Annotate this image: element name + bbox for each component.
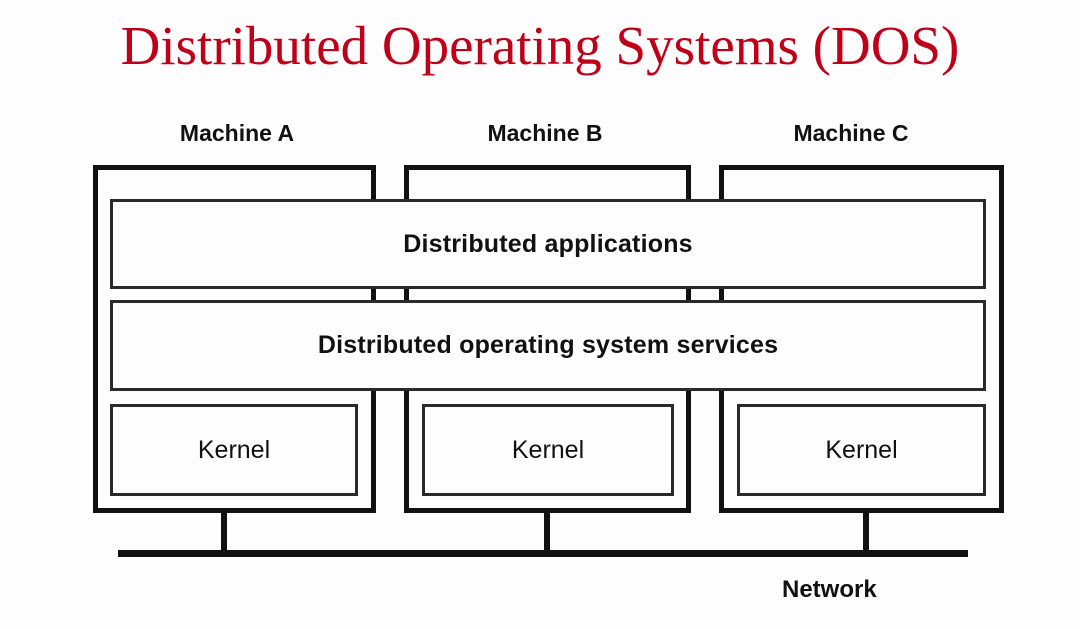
machine-label-a: Machine A bbox=[179, 120, 295, 146]
distributed-applications-label: Distributed applications bbox=[403, 229, 693, 258]
kernel-box-b: Kernel bbox=[422, 404, 674, 496]
kernel-box-c: Kernel bbox=[737, 404, 986, 496]
distributed-os-services-label: Distributed operating system services bbox=[317, 331, 779, 359]
machine-label-c: Machine C bbox=[793, 120, 909, 146]
network-label: Network bbox=[782, 576, 877, 603]
kernel-label-a: Kernel bbox=[197, 435, 271, 464]
page-title: Distributed Operating Systems (DOS) bbox=[120, 15, 960, 76]
distributed-applications-box: Distributed applications bbox=[110, 199, 986, 289]
network-connector-c bbox=[863, 512, 869, 556]
network-connector-b bbox=[544, 512, 550, 556]
network-bus-line bbox=[118, 550, 968, 557]
kernel-label-b: Kernel bbox=[511, 435, 585, 464]
network-connector-a bbox=[221, 512, 227, 556]
kernel-box-a: Kernel bbox=[110, 404, 358, 496]
distributed-os-services-box: Distributed operating system services bbox=[110, 300, 986, 391]
machine-label-b: Machine B bbox=[487, 120, 603, 146]
kernel-label-c: Kernel bbox=[825, 435, 898, 464]
